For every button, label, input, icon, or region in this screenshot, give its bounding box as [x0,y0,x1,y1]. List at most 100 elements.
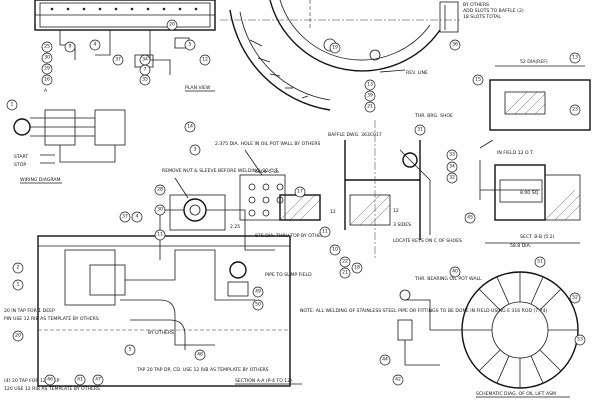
note-by-others-top: BY OTHERS [463,2,489,8]
svg-text:53: 53 [577,337,583,343]
svg-text:2: 2 [17,265,20,271]
wiring-diagram-title: WIRING DIAGRAM [20,177,61,183]
svg-text:4: 4 [136,214,139,220]
plan-pipe-3 [149,30,171,75]
bubble: 13 [364,79,376,91]
part-4804-label: 4804-C 3a [255,169,279,175]
bubble: 20 [12,330,24,342]
sect-bb-dim-label: 52 DIA(REF) [520,59,548,65]
pump-body [183,198,207,222]
bubble: 48 [194,349,206,361]
section-aa-pipe-2 [120,299,215,346]
plan-pipe-2 [95,30,111,56]
svg-text:35: 35 [142,77,148,83]
plan-view: REV. LINE PLAN VIEW BY OTHERS ADD SLOTS … [34,0,524,111]
sect-bb-block [504,91,546,115]
sect-bb-sq-label: 8.00 SQ. [520,190,540,196]
bubble: 11 [319,226,331,238]
plan-pot-port-2 [369,49,381,61]
three-sides-label: 3 SIDES [393,222,411,228]
svg-text:11: 11 [322,229,328,235]
svg-text:36: 36 [452,42,458,48]
bubble: 51 [534,256,546,268]
bubble: 1 [6,99,18,111]
bubble: 37 [112,54,124,66]
dia-thru-note: 875 DIA. THRU TOP BY OTHERS [255,233,327,239]
svg-text:29: 29 [44,66,50,72]
remove-nut-leader [174,177,189,199]
tap-bottom-note: TAP 20 TAP DP, CD. USE 12 RIB AS TEMPLAT… [136,367,269,373]
svg-text:32: 32 [449,175,455,181]
svg-text:50: 50 [255,302,261,308]
bubble: 5 [184,39,196,51]
filter-block [239,174,286,221]
svg-text:46: 46 [47,377,53,383]
bubble: 14 [184,121,196,133]
svg-text:37: 37 [122,214,128,220]
dim-12-label: 12 [330,209,336,215]
bubble: 53 [574,334,586,346]
svg-text:3: 3 [194,147,197,153]
sect-bb-dia: 58.8 DIA. [510,243,531,249]
svg-text:4: 4 [94,42,97,48]
bubble: 35 [139,74,151,86]
oil-lift-shoes [462,272,578,388]
svg-text:21: 21 [342,270,348,276]
svg-text:23: 23 [572,107,578,113]
oil-lift-gauge [399,289,411,301]
svg-text:1: 1 [11,102,14,108]
filter-bolt-grid [248,183,284,217]
svg-text:25: 25 [44,44,50,50]
shaft-block-hatch [279,194,321,221]
svg-text:41: 41 [77,377,83,383]
bubble: 34 [446,161,458,173]
svg-text:30: 30 [44,55,50,61]
tap-note-3: (4) 20 TAP FOR 12 DEEP [4,378,60,384]
bubble: 18 [351,262,363,274]
dim-225-label: 2.25 [230,224,240,230]
svg-text:22: 22 [342,259,348,265]
svg-text:14: 14 [187,124,193,130]
svg-text:49: 49 [255,289,261,295]
push-button-lines [40,154,55,164]
sect-bb-pad [544,174,581,221]
bubble: 22 [339,256,351,268]
bubble: 4 [131,211,143,223]
bubble: 4 [89,39,101,51]
tap-note-1: 20 IN TAP FOR 1 DEEP [4,308,55,314]
svg-text:12: 12 [202,57,208,63]
bubble: 40 [449,266,461,278]
piping-detail: 2.375 DIA. HOLE IN OIL POT WALL BY OTHER… [159,141,327,278]
bubble: 29 [41,63,53,75]
sect-bb-hatch [504,91,546,115]
bubble: 32 [446,172,458,184]
svg-text:21: 21 [367,104,373,110]
bubble: 2 [12,262,24,274]
tap-note-4: 120 USE 12 RIB AS TEMPLATE BY OTHERS [4,386,100,392]
bubble: 30 [41,52,53,64]
svg-text:7: 7 [144,67,147,73]
bubble: 31 [414,124,426,136]
bubble: 30 [154,204,166,216]
svg-text:15: 15 [475,77,481,83]
baffle-frame [344,140,421,240]
plan-radial-slots [249,39,309,99]
svg-text:34: 34 [142,57,148,63]
section-aa-title: SECTION A-A (P-4 TO 12) [235,378,292,384]
bubble: 5 [124,344,136,356]
bubble: 1 [12,279,24,291]
bubble: 23 [569,104,581,116]
baffle-pivot [402,152,418,168]
bubble: 7 [139,64,151,76]
svg-text:19: 19 [332,45,338,51]
svg-text:33: 33 [449,152,455,158]
svg-text:16: 16 [44,77,50,83]
sect-bb-shoe-hatch [544,189,581,221]
rev-line-label: REV. LINE [406,70,428,76]
svg-text:1: 1 [17,282,20,288]
bubble: 41 [74,374,86,386]
bubble: 37 [119,211,131,223]
shoe-plate-hatch [349,194,391,226]
svg-text:20: 20 [15,333,21,339]
